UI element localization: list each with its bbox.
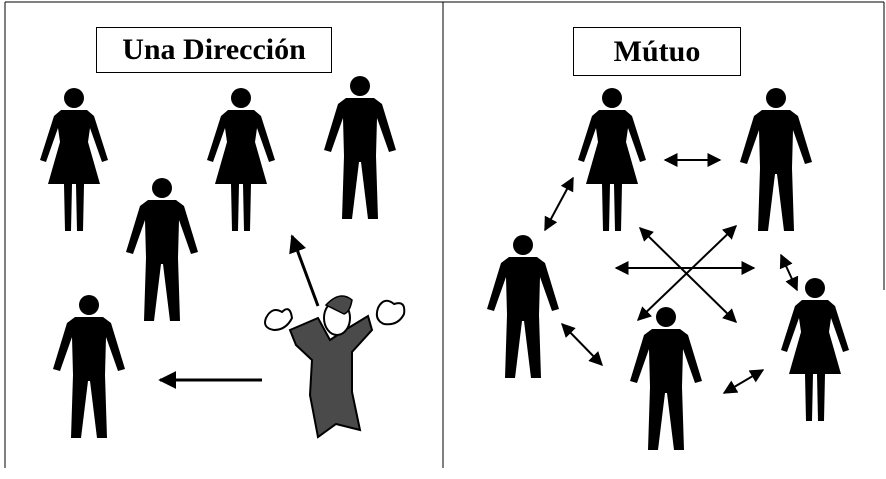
- right-panel: [487, 88, 849, 450]
- left-panel: [40, 76, 404, 438]
- person-male-icon: [324, 76, 396, 219]
- person-female-icon: [781, 278, 849, 421]
- person-male-icon: [630, 307, 702, 450]
- person-female-icon: [207, 88, 275, 231]
- person-male-icon: [53, 295, 125, 438]
- person-female-icon: [40, 88, 108, 231]
- panel-title-one-direction: Una Dirección: [96, 27, 332, 73]
- person-male-icon: [487, 235, 559, 378]
- arrow-up: [292, 236, 318, 306]
- person-female-icon: [578, 88, 646, 231]
- person-male-icon: [740, 88, 812, 231]
- person-male-icon: [126, 178, 198, 321]
- panel-title-mutual: Mútuo: [573, 27, 741, 76]
- presenter-icon: [265, 296, 404, 437]
